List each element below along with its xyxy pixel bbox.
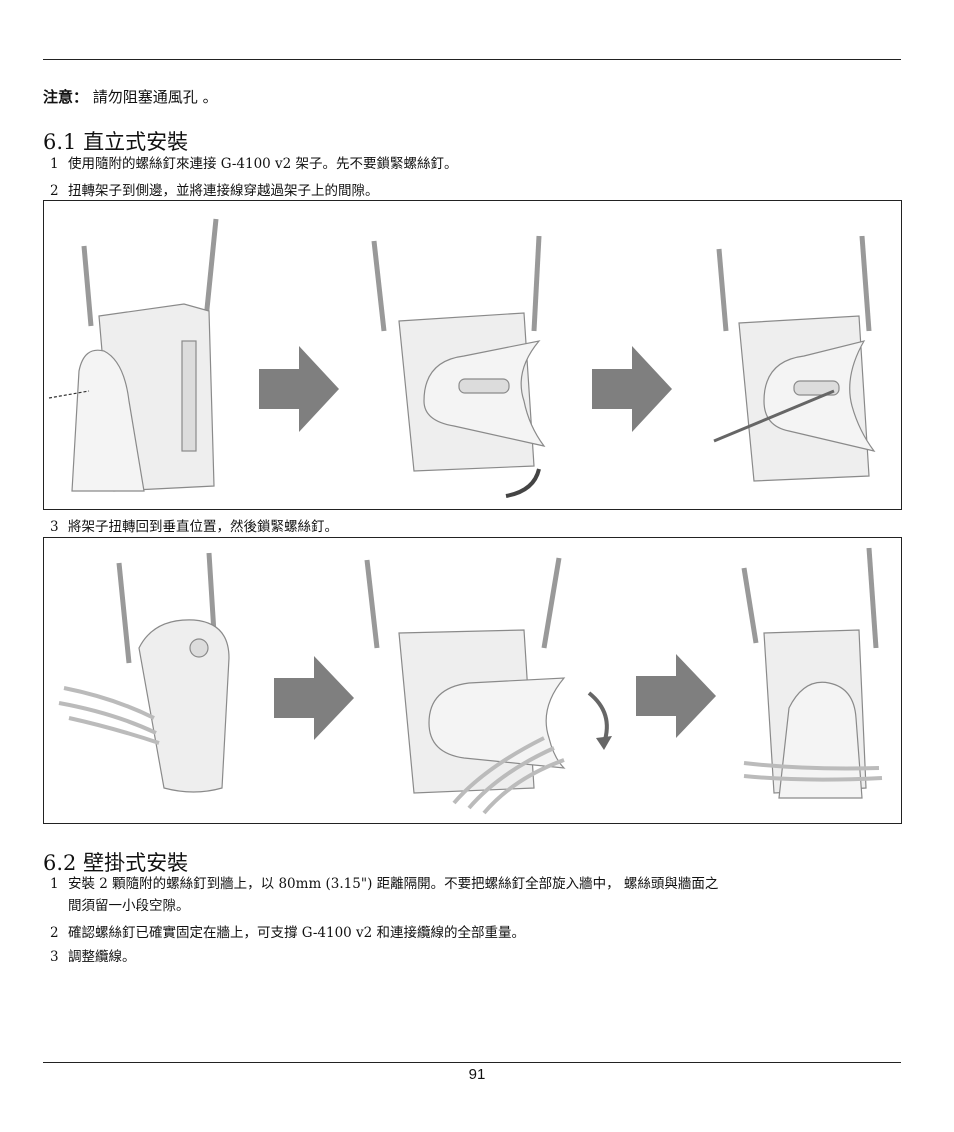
note-text: 請勿阻塞通風孔 。 — [92, 88, 218, 106]
step-2-3: 3 調整纜線。 — [50, 946, 900, 968]
figure-stand-twist-drawing — [48, 218, 876, 498]
step-number: 1 — [50, 876, 59, 892]
figure-stand-twist — [43, 200, 902, 510]
arrow-right-icon — [259, 346, 339, 432]
device-illustration — [364, 557, 566, 815]
arrow-right-icon — [636, 654, 716, 738]
figure-stand-return — [43, 537, 902, 824]
step-2-1: 1 安裝 2 顆隨附的螺絲釘到牆上，以 80mm (3.15") 距離隔開。不要把… — [50, 873, 900, 917]
note-line: 注意： 請勿阻塞通風孔 。 — [43, 86, 218, 107]
footer-rule — [43, 1062, 901, 1063]
device-illustration — [58, 552, 230, 793]
device-illustration — [48, 218, 219, 492]
device-illustration — [371, 235, 546, 498]
rotate-arrow-icon — [587, 691, 609, 744]
step-text: 使用隨附的螺絲釘來連接 G-4100 v2 架子。先不要鎖緊螺絲釘。 — [68, 156, 458, 172]
step-number: 1 — [50, 156, 59, 172]
step-1-2: 2 扭轉架子到側邊，並將連接線穿越過架子上的間隙。 — [50, 180, 900, 202]
arrow-right-icon — [592, 346, 672, 432]
step-text: 安裝 2 顆隨附的螺絲釘到牆上，以 80mm (3.15") 距離隔開。不要把螺… — [68, 876, 719, 892]
device-illustration — [713, 235, 876, 482]
step-1-3: 3 將架子扭轉回到垂直位置，然後鎖緊螺絲釘。 — [50, 516, 900, 538]
arrow-right-icon — [274, 656, 354, 740]
step-text-continued: 間須留一小段空隙。 — [68, 898, 190, 914]
step-2-2: 2 確認螺絲釘已確實固定在牆上，可支撐 G-4100 v2 和連接纜線的全部重量。 — [50, 922, 900, 944]
step-number: 3 — [50, 949, 59, 965]
step-text: 調整纜線。 — [68, 949, 136, 965]
page-number: 91 — [468, 1066, 486, 1083]
step-text: 確認螺絲釘已確實固定在牆上，可支撐 G-4100 v2 和連接纜線的全部重量。 — [68, 925, 526, 941]
step-number: 3 — [50, 519, 59, 535]
header-rule — [43, 59, 901, 60]
section-title-upright: 6.1 直立式安裝 — [43, 130, 189, 154]
section-title-wall-mount: 6.2 壁掛式安裝 — [43, 851, 189, 875]
step-text: 扭轉架子到側邊，並將連接線穿越過架子上的間隙。 — [68, 183, 379, 199]
step-1-1: 1 使用隨附的螺絲釘來連接 G-4100 v2 架子。先不要鎖緊螺絲釘。 — [50, 153, 900, 175]
step-number: 2 — [50, 183, 59, 199]
step-text: 將架子扭轉回到垂直位置，然後鎖緊螺絲釘。 — [68, 519, 338, 535]
note-label: 注意： — [43, 88, 89, 106]
step-number: 2 — [50, 925, 59, 941]
figure-stand-return-drawing — [58, 547, 883, 815]
device-illustration — [741, 547, 883, 799]
